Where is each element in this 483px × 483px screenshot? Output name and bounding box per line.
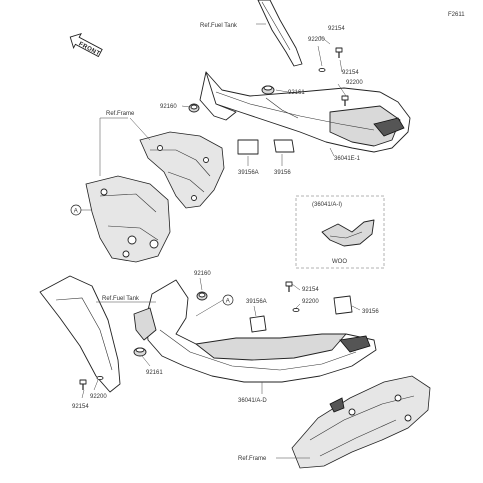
part-92154-lower-label: 92154 (302, 287, 319, 293)
ref-frame-top-label: Ref.Frame (106, 111, 135, 117)
part-39156a-upper-label: 39156A (238, 170, 259, 176)
part-92161-upper-label: 92161 (288, 90, 305, 96)
circle-a-bottom-label: A (226, 298, 230, 304)
bolt-92154-upper-b (341, 95, 349, 106)
washer-92200-upper (318, 67, 326, 73)
figure-id: F2611 (448, 12, 465, 18)
bracket-lower-left (133, 307, 157, 341)
part-36041ad-label: 36041/A-D (238, 398, 267, 404)
inset-box: (36041/A-I) WOO (295, 195, 385, 269)
pad-39156-upper (273, 139, 295, 153)
grommet-92160-upper (188, 103, 200, 113)
part-92154-upper-label: 92154 (328, 26, 345, 32)
bolt-92154-lower-right (285, 281, 300, 313)
bolt-92154-lower-left (79, 375, 104, 390)
grommet-92161-upper (261, 85, 275, 95)
circle-a-top-label: A (74, 208, 78, 214)
part-92160-lower-label: 92160 (194, 271, 211, 277)
lower-side-cover (145, 279, 377, 383)
rear-frame-fragment (291, 375, 431, 469)
ref-fuel-tank-bottom-label: Ref.Fuel Tank (102, 296, 140, 302)
part-39156-upper-label: 39156 (274, 170, 291, 176)
part-39156-lower-label: 39156 (362, 309, 379, 315)
part-92200-upper-b-label: 92200 (346, 80, 363, 86)
reference-circle-a-top: A (70, 204, 92, 216)
ref-fuel-tank-top-label: Ref.Fuel Tank (200, 23, 238, 29)
part-92200-upper-label: 92200 (308, 37, 325, 43)
bolt-92154-upper (335, 47, 343, 58)
inset-footer: WOO (332, 259, 347, 265)
part-92161-lower-label: 92161 (146, 370, 163, 376)
part-92200-lower-label: 92200 (302, 299, 319, 305)
upper-side-cover (199, 71, 411, 153)
ref-frame-bottom-label: Ref.Frame (238, 456, 267, 462)
fuel-tank-bottom-fragment (39, 275, 121, 393)
pad-39156a-lower (249, 315, 267, 333)
part-36041e-label: 36041E-1 (334, 156, 361, 162)
grommet-92160-lower (196, 291, 208, 301)
reference-circle-a-bottom: A (195, 294, 234, 317)
pad-39156-lower (333, 295, 353, 315)
front-arrow-icon: FRONT (69, 33, 103, 58)
part-92200-lower-left-label: 92200 (90, 394, 107, 400)
grommet-92161-lower (133, 347, 147, 357)
inset-title: (36041/A-I) (312, 202, 342, 208)
fuel-tank-top-fragment (257, 0, 303, 67)
part-92154-lower-left-label: 92154 (72, 404, 89, 410)
part-92154-upper-b-label: 92154 (342, 70, 359, 76)
pad-39156a-upper (237, 139, 259, 155)
frame-bracket-upper (139, 131, 225, 209)
part-39156a-lower-label: 39156A (246, 299, 267, 305)
frame-lower-piece (85, 175, 171, 263)
part-92160-upper-label: 92160 (160, 104, 177, 110)
